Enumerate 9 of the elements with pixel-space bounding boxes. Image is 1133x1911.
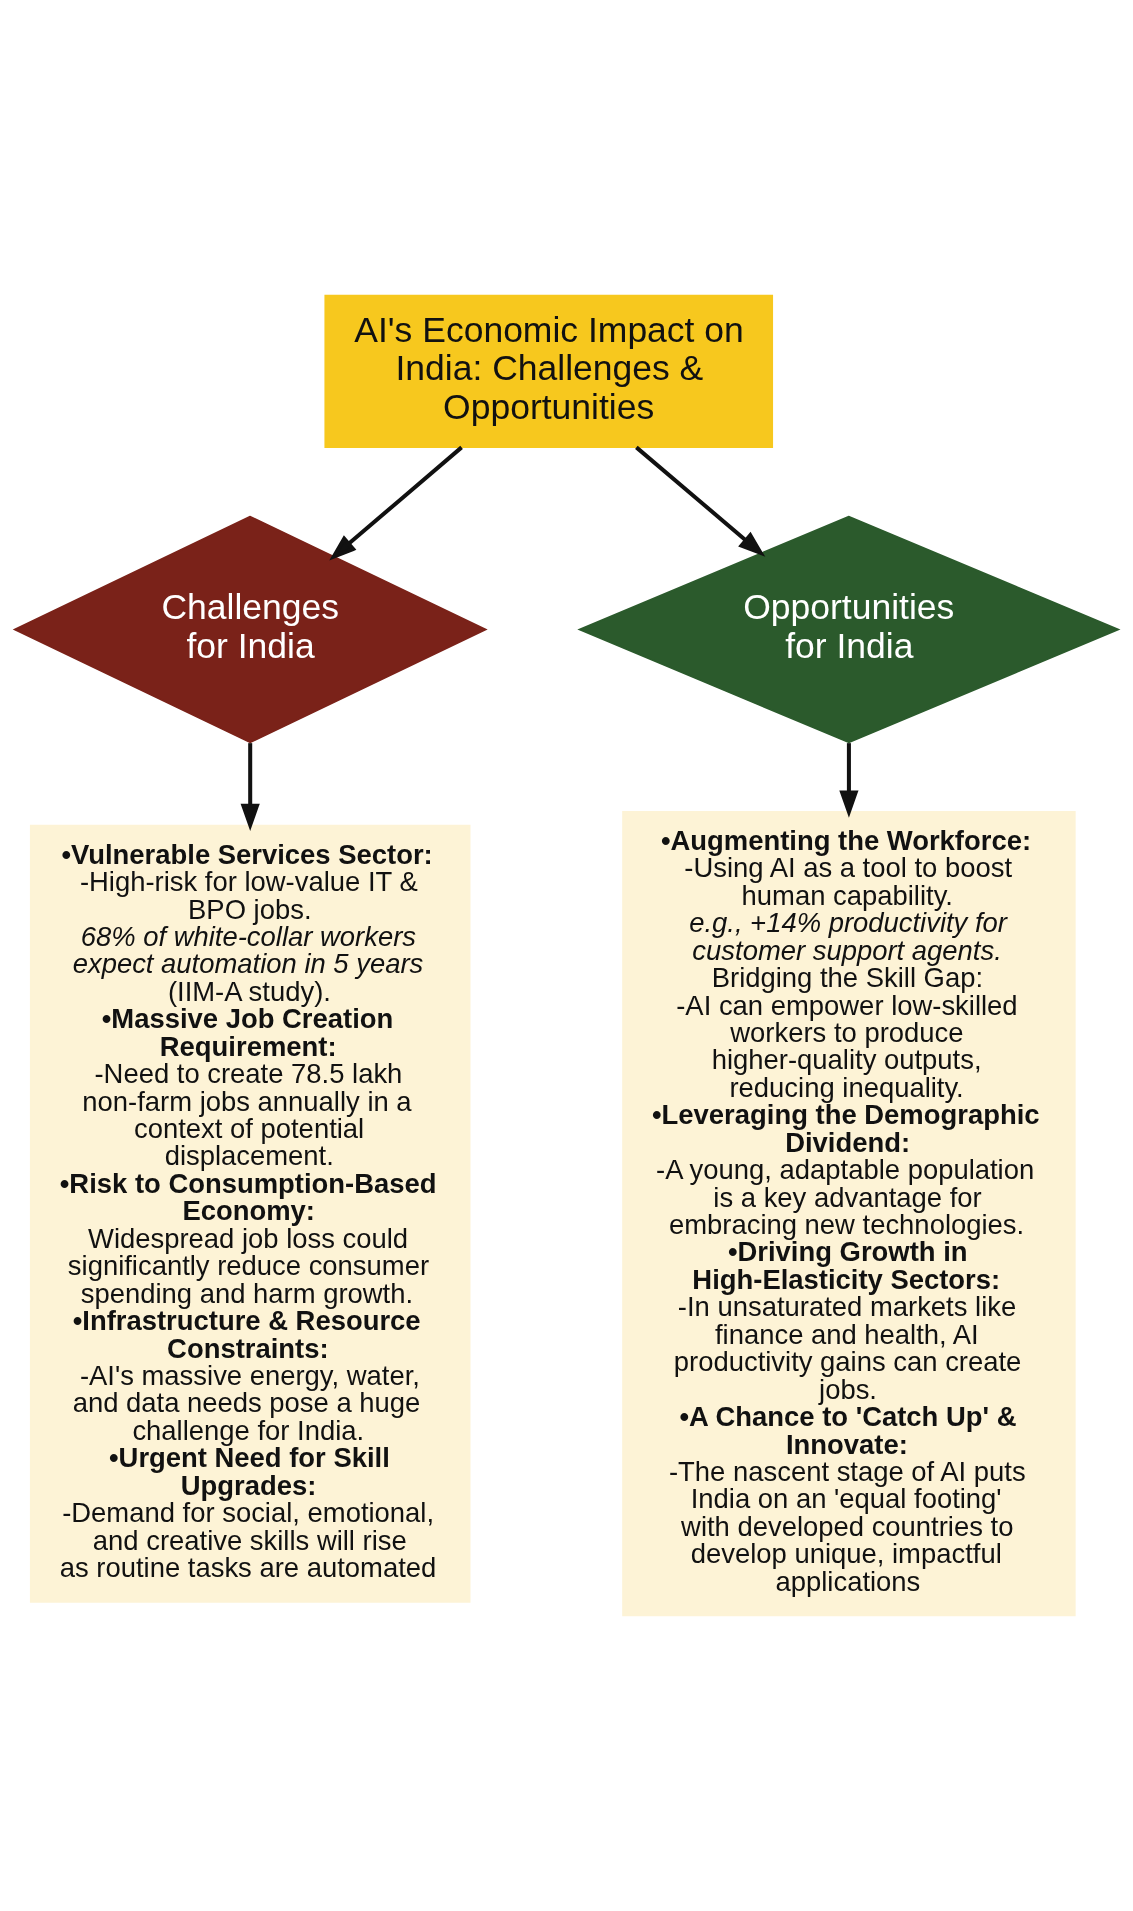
arrow xyxy=(839,743,859,818)
node-diamond: Challenges for India xyxy=(12,515,488,744)
node-box: •Augmenting the Workforce: -Using AI as a tool to boost human capability. e.g., +14% productivity for customer support agents. Bridging the Skill Gap: -AI can empower low-skilled workers to produce higher-quality outputs, reducing inequality. •Leveraging the Demographic Dividend: -A young, adaptable population is a key advantage for embracing new technologies. •Driving Growth in High-Elasticity Sectors: -In unsaturated markets like finance and health, AI productivity gains can create jobs. •A Chance to 'Catch Up' & Innovate: -The nascent stage of AI puts India on an 'equal footing' with developed countries to develop unique, impactful applications xyxy=(622,811,1076,1617)
arrow xyxy=(240,743,260,832)
node-diamond: Opportunities for India xyxy=(577,515,1121,744)
node-box: •Vulnerable Services Sector: -High-risk for low-value IT & BPO jobs. 68% of white-collar workers expect automation in 5 years (IIM-A study). •Massive Job Creation Requirement: -Need to create 78.5 lakh non-farm jobs annually in a context of potential displacement. •Risk to Consumption-Based Economy: Widespread job loss could significantly reduce consumer spending and harm growth. •Infrastructure & Resource Constraints: -AI's massive energy, water, and data needs pose a huge challenge for India. •Urgent Need for Skill Upgrades: -Demand for social, emotional, and creative skills will rise as routine tasks are automated xyxy=(29,824,471,1603)
arrow xyxy=(635,445,766,557)
node-box: AI's Economic Impact on India: Challenges & Opportunities xyxy=(324,294,774,448)
arrow xyxy=(329,445,463,561)
